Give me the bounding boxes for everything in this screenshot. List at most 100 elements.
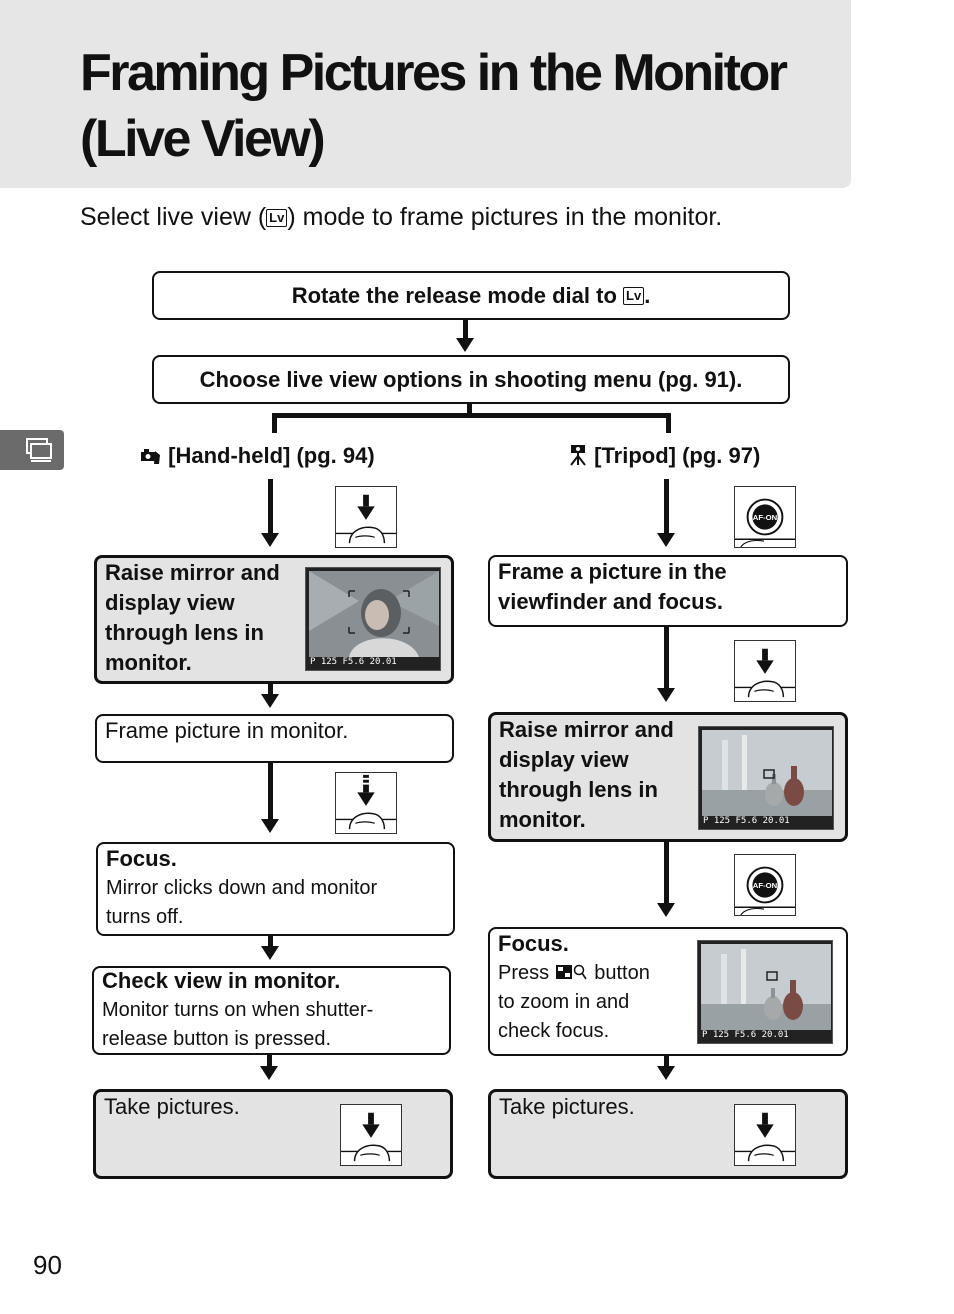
- text-line: Frame a picture in the: [498, 559, 727, 584]
- text-line: Focus.: [498, 931, 569, 956]
- step-rotate-dial-text: Rotate the release mode dial to: [291, 282, 617, 308]
- monitor-preview-bottles: P 125 F5.6 20.01: [698, 726, 834, 830]
- lv-icon: Lv: [266, 209, 288, 227]
- arrow: [657, 688, 675, 702]
- lcd-readout: P 125 F5.6 20.01: [703, 816, 790, 826]
- connector: [267, 1055, 272, 1067]
- arrow: [261, 946, 279, 960]
- side-tab-icon: [26, 438, 52, 462]
- page-title: Framing Pictures in the Monitor (Live Vi…: [80, 44, 788, 168]
- text-line: Check view in monitor.: [102, 968, 341, 993]
- text-fragment: Press: [498, 962, 550, 984]
- handheld-label: [Hand-held] (pg. 94): [140, 443, 375, 469]
- connector: [664, 1056, 669, 1068]
- tp-step-raise-mirror-text: Raise mirror and display view through le…: [499, 715, 674, 835]
- lcd-readout: P 125 F5.6 20.01: [702, 1030, 789, 1040]
- hh-step-focus-text: Focus. Mirror clicks down and monitor tu…: [106, 844, 377, 932]
- text-line: to zoom in and: [498, 991, 630, 1013]
- shutter-press-icon: [734, 1104, 796, 1166]
- text-line: Raise mirror and: [499, 717, 674, 742]
- af-on-button-icon: AF-ON: [734, 486, 796, 548]
- arrow: [456, 338, 474, 352]
- text-line: check focus.: [498, 1020, 610, 1042]
- hh-step-frame: Frame picture in monitor.: [95, 714, 454, 763]
- text-fragment: button: [594, 962, 650, 984]
- text-line: Press button: [498, 959, 650, 988]
- text-line: Focus.: [106, 846, 177, 871]
- zoom-button-icon: [555, 964, 587, 980]
- tp-step-focus: Focus. Press button to zoom in and check…: [488, 927, 848, 1056]
- text-line: through lens in: [499, 777, 658, 802]
- tripod-label-text: [Tripod] (pg. 97): [594, 443, 761, 468]
- tp-step-take-pictures-text: Take pictures.: [499, 1094, 635, 1119]
- text-line: Monitor turns on when shutter-: [102, 999, 374, 1021]
- tripod-label: [Tripod] (pg. 97): [568, 443, 760, 469]
- svg-text:AF-ON: AF-ON: [753, 513, 778, 522]
- text-line: monitor.: [105, 650, 192, 675]
- connector: [666, 413, 671, 433]
- connector: [268, 479, 273, 535]
- arrow: [657, 533, 675, 547]
- shutter-half-press-icon: [335, 772, 397, 834]
- tp-step-take-pictures: Take pictures.: [488, 1089, 848, 1179]
- step-rotate-dial: Rotate the release mode dial to Lv.: [152, 271, 790, 320]
- connector: [268, 684, 273, 696]
- arrow: [260, 1066, 278, 1080]
- arrow: [261, 533, 279, 547]
- arrow: [657, 903, 675, 917]
- text-line: display view: [105, 590, 235, 615]
- tp-step-raise-mirror: Raise mirror and display view through le…: [488, 712, 848, 842]
- connector: [268, 936, 273, 948]
- title-band: [0, 0, 851, 188]
- page-number: 90: [33, 1250, 62, 1280]
- shutter-press-icon: [734, 640, 796, 702]
- arrow: [261, 819, 279, 833]
- text-line: monitor.: [499, 807, 586, 832]
- text-line: Raise mirror and: [105, 560, 280, 585]
- intro-text-start: Select live view (: [80, 203, 267, 231]
- step-rotate-dial-end: .: [644, 282, 651, 308]
- connector: [272, 413, 671, 418]
- monitor-preview-bottles-zoom: P 125 F5.6 20.01: [697, 940, 833, 1044]
- tripod-icon: [570, 445, 586, 466]
- text-line: viewfinder and focus.: [498, 589, 723, 614]
- arrow: [261, 694, 279, 708]
- connector: [664, 842, 669, 904]
- connector: [467, 404, 472, 416]
- connector: [664, 627, 669, 689]
- hh-step-raise-mirror-text: Raise mirror and display view through le…: [105, 558, 280, 678]
- side-tab: [0, 430, 64, 470]
- af-on-button-icon: AF-ON: [734, 854, 796, 916]
- handheld-label-text: [Hand-held] (pg. 94): [168, 443, 375, 468]
- connector: [664, 479, 669, 535]
- connector: [463, 320, 468, 342]
- hh-step-focus: Focus. Mirror clicks down and monitor tu…: [96, 842, 455, 936]
- intro-text-end: ) mode to frame pictures in the monitor.: [287, 203, 723, 231]
- tp-step-frame-viewfinder: Frame a picture in the viewfinder and fo…: [488, 555, 848, 627]
- hh-step-take-pictures-text: Take pictures.: [104, 1094, 240, 1119]
- connector: [272, 413, 277, 433]
- step-choose-options-text: Choose live view options in shooting men…: [199, 366, 743, 392]
- shutter-press-icon: [340, 1104, 402, 1166]
- step-choose-options: Choose live view options in shooting men…: [152, 355, 790, 404]
- tp-step-frame-viewfinder-text: Frame a picture in the viewfinder and fo…: [498, 557, 727, 617]
- hh-step-take-pictures: Take pictures.: [93, 1089, 453, 1179]
- lv-icon: Lv: [623, 286, 645, 305]
- arrow: [657, 1066, 675, 1080]
- hh-step-check-view-text: Check view in monitor. Monitor turns on …: [102, 966, 373, 1054]
- shutter-press-icon: [335, 486, 397, 548]
- hh-step-frame-text: Frame picture in monitor.: [105, 718, 349, 743]
- text-line: through lens in: [105, 620, 264, 645]
- lcd-readout: P 125 F5.6 20.01: [310, 657, 397, 667]
- tp-step-focus-text: Focus. Press button to zoom in and check…: [498, 929, 650, 1046]
- handheld-icon: [141, 449, 160, 464]
- text-line: display view: [499, 747, 629, 772]
- monitor-preview-portrait: P 125 F5.6 20.01: [305, 567, 441, 671]
- intro-text: Select live view (Lv) mode to frame pict…: [80, 200, 722, 234]
- text-line: Mirror clicks down and monitor: [106, 877, 378, 899]
- hh-step-raise-mirror: Raise mirror and display view through le…: [94, 555, 454, 684]
- hh-step-check-view: Check view in monitor. Monitor turns on …: [92, 966, 451, 1055]
- connector: [268, 763, 273, 821]
- svg-text:AF-ON: AF-ON: [753, 881, 778, 890]
- text-line: turns off.: [106, 906, 184, 928]
